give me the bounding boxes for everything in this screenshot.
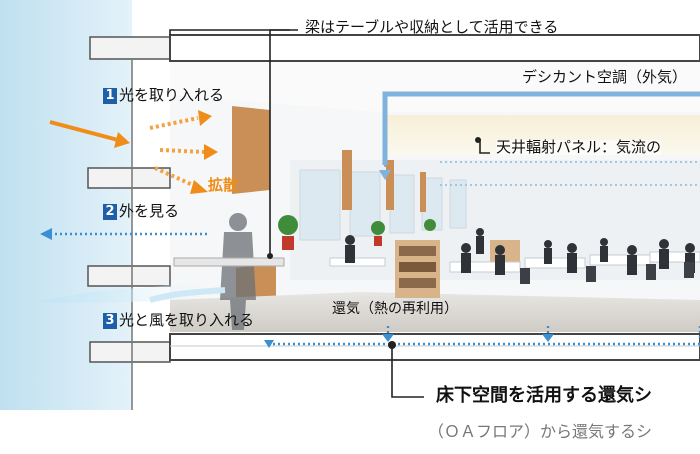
upper-slab (169, 34, 700, 62)
step-1-text: 光を取り入れる (119, 86, 225, 104)
diffuse-label: 拡散 (208, 176, 239, 194)
office-interior (170, 62, 700, 332)
plant (278, 215, 436, 250)
bookshelf (395, 240, 520, 298)
desks (329, 251, 700, 273)
ceiling-airflow (440, 161, 700, 186)
leader-lines (169, 29, 490, 398)
diffuse-arrowheads (190, 110, 218, 194)
lower-slab (169, 333, 700, 361)
ceiling-panel-label: 天井輻射パネル：気流の (496, 138, 662, 156)
step-2-text: 外を見る (119, 202, 180, 220)
underfloor-title: 床下空間を活用する還気シ (436, 385, 652, 406)
beam-counter (173, 257, 285, 267)
chairs (520, 262, 694, 284)
step-3-text: 光と風を取り入れる (119, 311, 255, 329)
facade-louvers (87, 36, 171, 363)
step-2-badge: 2 (103, 204, 117, 220)
desiccant-label: デシカント空調（外気） (522, 68, 688, 86)
diffuse-arrows (149, 116, 206, 188)
return-air-arrows (264, 334, 554, 348)
step-1-badge: 1 (103, 88, 117, 104)
return-air-label: 還気（熱の再利用） (332, 301, 458, 317)
wind-flow (40, 282, 226, 303)
underfloor-subtitle: （ＯＡフロア）から還気するシ (428, 422, 653, 441)
person-silhouette (220, 213, 256, 330)
view-arrow (40, 228, 210, 240)
beam-label: 梁はテーブルや収納として活用できる (305, 18, 559, 36)
step-3-badge: 3 (103, 313, 117, 329)
supply-arrow (379, 170, 391, 180)
sunlight-arrow (49, 120, 130, 148)
